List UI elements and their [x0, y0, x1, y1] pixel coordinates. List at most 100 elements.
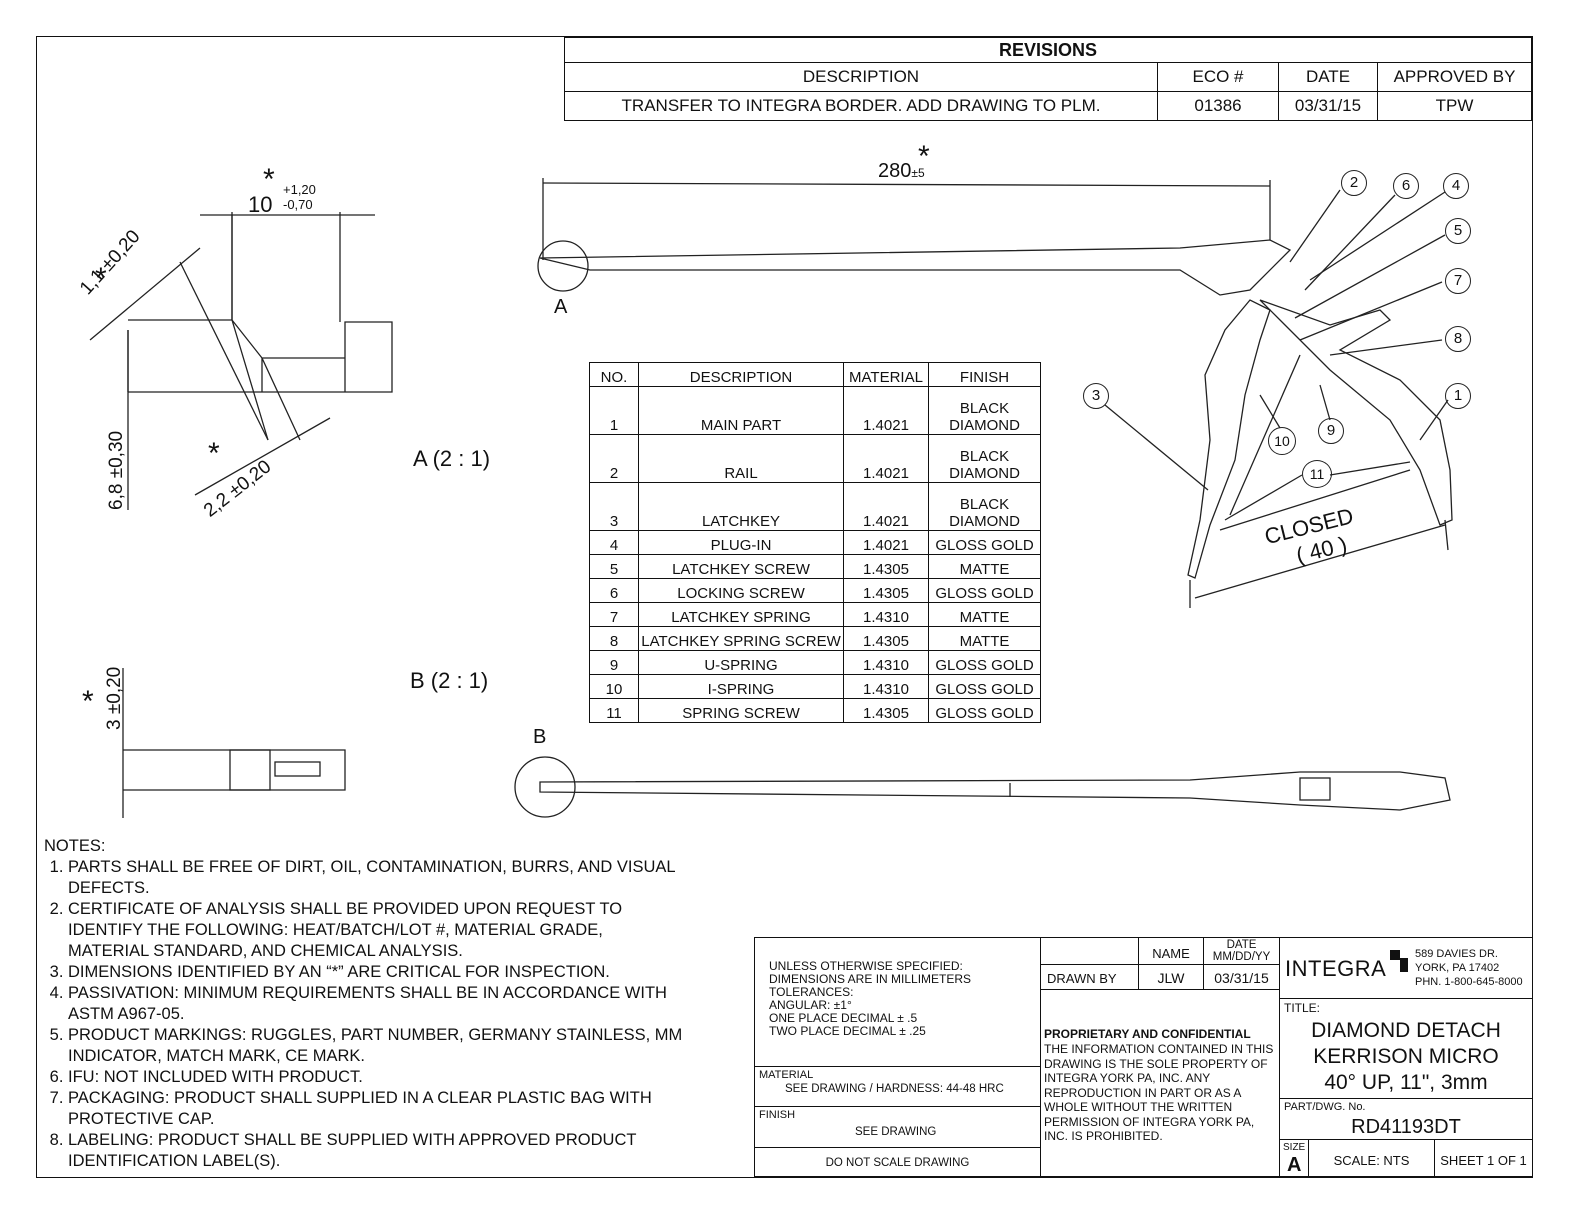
size-cell: SIZE A: [1279, 1139, 1309, 1177]
part-number: RD41193DT: [1351, 1116, 1461, 1138]
note-item: IFU: NOT INCLUDED WITH PRODUCT.: [68, 1067, 684, 1088]
title-block: UNLESS OTHERWISE SPECIFIED: DIMENSIONS A…: [754, 937, 1533, 1177]
date-header-text: DATE MM/DD/YY: [1212, 939, 1271, 963]
notes-title: NOTES:: [44, 837, 106, 855]
dim-10-asterisk: *: [263, 163, 275, 196]
overall-length-tol: ±5: [911, 166, 925, 180]
logo-mark-2: [1400, 958, 1408, 972]
bom-no: 10: [589, 674, 639, 699]
company-address1: 589 DAVIES DR.: [1415, 948, 1498, 960]
bom-fin: GLOSS GOLD: [928, 698, 1041, 723]
drawing-title-line2: KERRISON MICRO: [1313, 1045, 1499, 1068]
dim-10-tol-low: -0,70: [283, 197, 313, 212]
bom-desc: LATCHKEY SPRING SCREW: [638, 626, 844, 651]
overall-length-dim: 280±5: [878, 160, 925, 183]
bom-fin: GLOSS GOLD: [928, 674, 1041, 699]
dim-1-1-asterisk: *: [95, 262, 107, 295]
bom-desc: LOCKING SCREW: [638, 578, 844, 603]
name-header: NAME: [1138, 937, 1204, 965]
balloon-8: 8: [1445, 326, 1471, 352]
rev-header-description: DESCRIPTION: [564, 62, 1158, 92]
dim-10-value: 10: [248, 192, 273, 217]
bom-mat: 1.4305: [843, 626, 929, 651]
bom-fin: GLOSS GOLD: [928, 578, 1041, 603]
proprietary-text: THE INFORMATION CONTAINED IN THIS DRAWIN…: [1044, 1042, 1274, 1143]
sheet-cell: SHEET 1 OF 1: [1434, 1139, 1533, 1177]
balloon-3: 3: [1083, 383, 1109, 409]
bom-desc: PLUG-IN: [638, 530, 844, 555]
proprietary-title: PROPRIETARY AND CONFIDENTIAL: [1044, 1027, 1251, 1041]
size-label: SIZE: [1283, 1142, 1306, 1153]
bom-mat: 1.4021: [843, 386, 929, 435]
bom-fin-line2: DIAMOND: [949, 465, 1020, 482]
drawn-by-date: 03/31/15: [1214, 970, 1269, 986]
drawn-by-row: DRAWN BY: [1040, 964, 1139, 990]
detail-a-callout: A: [554, 296, 568, 318]
material-cell: MATERIAL SEE DRAWING / HARDNESS: 44-48 H…: [754, 1066, 1041, 1107]
finish-value: SEE DRAWING: [855, 1126, 937, 1138]
dim-10: 10: [248, 192, 272, 218]
bom-desc: I-SPRING: [638, 674, 844, 699]
do-not-scale-cell: DO NOT SCALE DRAWING: [754, 1147, 1041, 1177]
name-header-text: NAME: [1152, 946, 1190, 961]
balloon-7: 7: [1445, 268, 1471, 294]
bom-mat: 1.4310: [843, 674, 929, 699]
bom-no: 9: [589, 650, 639, 675]
dim-3: 3 ±0,20: [104, 666, 125, 730]
drawing-border: [36, 36, 1533, 1178]
bom-desc: LATCHKEY SPRING: [638, 602, 844, 627]
bom-no: 6: [589, 578, 639, 603]
balloon-5: 5: [1445, 218, 1471, 244]
rev-description: TRANSFER TO INTEGRA BORDER. ADD DRAWING …: [564, 91, 1158, 121]
rev-date: 03/31/15: [1278, 91, 1378, 121]
balloon-4: 4: [1443, 173, 1469, 199]
detail-b-view: [122, 668, 346, 818]
dim-10-tol-up: +1,20: [283, 182, 316, 197]
overall-length-asterisk: *: [918, 140, 930, 173]
notes-list: PARTS SHALL BE FREE OF DIRT, OIL, CONTAM…: [44, 857, 684, 1172]
drawing-title-line3: 40° UP, 11", 3mm: [1324, 1071, 1488, 1094]
bom-mat: 1.4021: [843, 434, 929, 483]
bom-fin: MATTE: [928, 602, 1041, 627]
balloon-leaders: [1104, 189, 1449, 521]
bom-no: 11: [589, 698, 639, 723]
bom-fin-line1: BLACK: [959, 448, 1010, 465]
bom-mat: 1.4305: [843, 578, 929, 603]
bom-fin: MATTE: [928, 626, 1041, 651]
dim-2-2-asterisk: *: [208, 437, 220, 470]
bom-desc: RAIL: [638, 434, 844, 483]
scale-text: SCALE: NTS: [1333, 1153, 1410, 1168]
note-item: PRODUCT MARKINGS: RUGGLES, PART NUMBER, …: [68, 1025, 684, 1067]
company-address2: YORK, PA 17402: [1415, 962, 1500, 974]
detail-a-view: [89, 212, 393, 510]
bom-fin: GLOSS GOLD: [928, 530, 1041, 555]
date-header: DATE MM/DD/YY: [1203, 937, 1280, 965]
note-item: PASSIVATION: MINIMUM REQUIREMENTS SHALL …: [68, 983, 684, 1025]
balloon-6: 6: [1393, 173, 1419, 199]
bom-no: 1: [589, 386, 639, 435]
logo-mark: [1390, 950, 1400, 960]
bom-header-description: DESCRIPTION: [638, 362, 844, 387]
note-item: LABELING: PRODUCT SHALL BE SUPPLIED WITH…: [68, 1130, 684, 1172]
drawn-by-date-cell: 03/31/15: [1203, 964, 1280, 990]
bom-mat: 1.4021: [843, 482, 929, 531]
company-cell: INTEGRA 589 DAVIES DR. YORK, PA 17402 PH…: [1279, 937, 1533, 999]
bom-no: 5: [589, 554, 639, 579]
bom-no: 3: [589, 482, 639, 531]
bom-fin-line2: DIAMOND: [949, 513, 1020, 530]
bom-no: 8: [589, 626, 639, 651]
company-phone: PHN. 1-800-645-8000: [1415, 976, 1523, 988]
note-item: PACKAGING: PRODUCT SHALL SUPPLIED IN A C…: [68, 1088, 684, 1130]
finish-cell: FINISH SEE DRAWING: [754, 1106, 1041, 1148]
